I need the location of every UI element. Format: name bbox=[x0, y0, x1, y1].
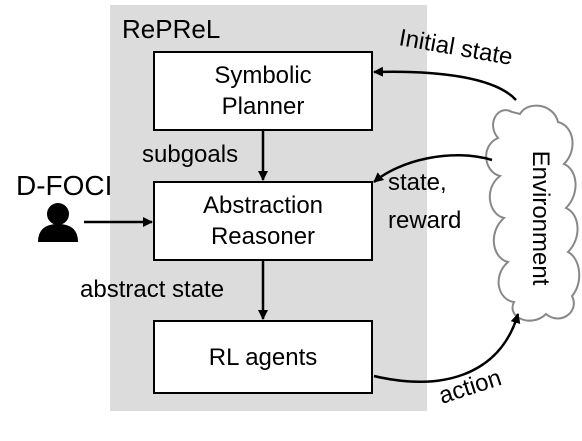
dfoci-label: D-FOCI bbox=[16, 170, 112, 201]
symbolic-planner-line2: Planner bbox=[222, 93, 305, 120]
user-icon bbox=[38, 203, 78, 242]
symbolic-planner-box bbox=[153, 51, 373, 131]
subgoals-label: subgoals bbox=[142, 141, 238, 168]
repreL-label: RePReL bbox=[122, 14, 220, 44]
initial-state-arrow bbox=[373, 66, 517, 101]
abstraction-reasoner-box bbox=[153, 181, 373, 261]
abstract-state-label: abstract state bbox=[80, 276, 224, 303]
state-reward-arrow bbox=[373, 154, 493, 183]
state-reward-line2: reward bbox=[388, 207, 461, 234]
abstraction-reasoner-line2: Reasoner bbox=[211, 223, 315, 250]
environment-label: Environment bbox=[527, 151, 554, 286]
rl-agents-label: RL agents bbox=[209, 344, 318, 371]
abstraction-reasoner-line1: Abstraction bbox=[203, 192, 323, 219]
action-arrow bbox=[373, 313, 521, 383]
rl-agents-box bbox=[153, 320, 373, 394]
symbolic-planner-line1: Symbolic bbox=[214, 62, 311, 89]
state-reward-line1: state, bbox=[388, 169, 447, 196]
environment-cloud bbox=[485, 104, 581, 322]
